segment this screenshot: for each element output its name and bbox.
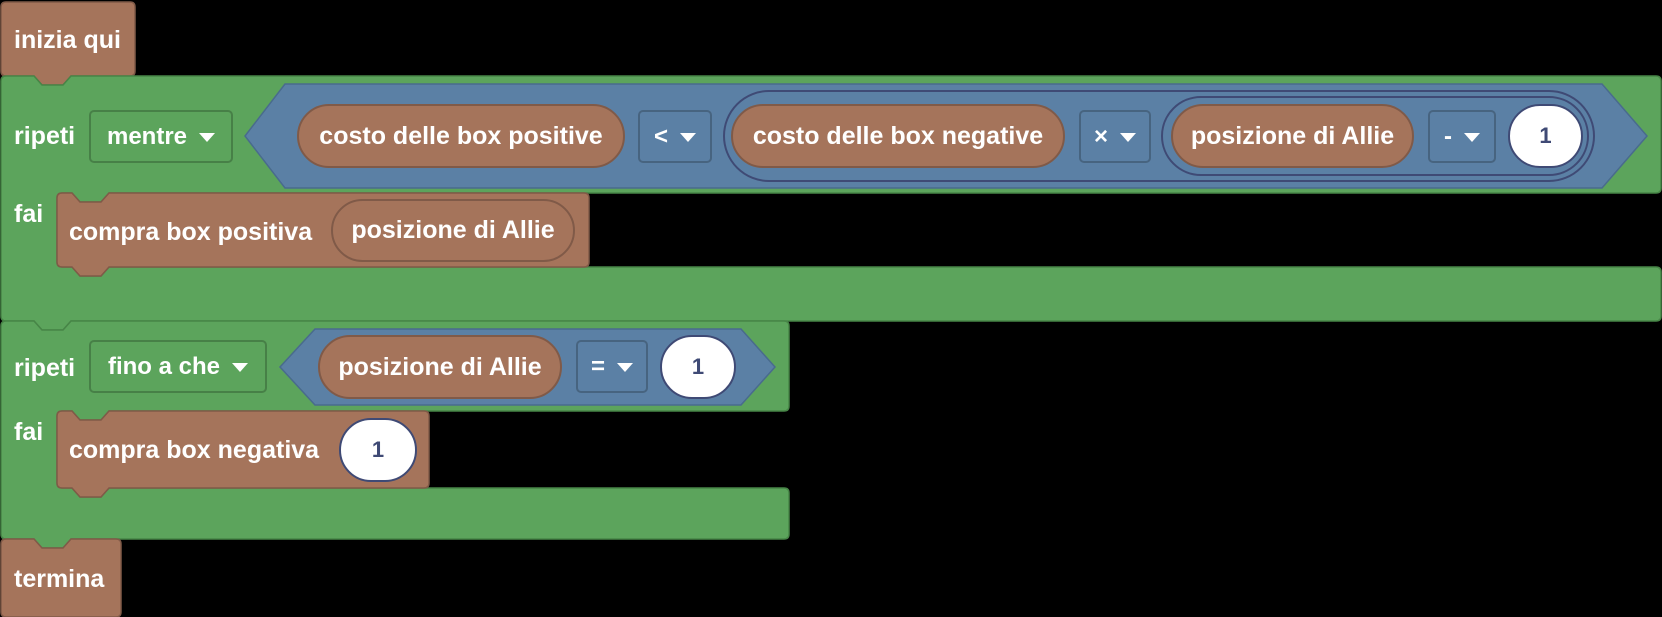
dropdown-arrow-icon bbox=[199, 133, 216, 142]
loop1-keyword: ripeti bbox=[14, 122, 76, 150]
start-block-label: inizia qui bbox=[14, 26, 121, 54]
multiply-operator-value: × bbox=[1093, 122, 1108, 150]
loop2-keyword: ripeti bbox=[14, 354, 76, 382]
loop1-mode-dropdown[interactable]: mentre bbox=[89, 110, 233, 163]
dropdown-arrow-icon bbox=[680, 133, 696, 142]
equals-operator-value: = bbox=[590, 352, 605, 380]
equals-operator-dropdown[interactable]: = bbox=[576, 340, 648, 393]
number-input-3[interactable]: 1 bbox=[339, 418, 417, 482]
buy-positive-label: compra box positiva bbox=[69, 218, 313, 246]
end-block-label: termina bbox=[14, 565, 105, 593]
multiply-operator-dropdown[interactable]: × bbox=[1079, 110, 1151, 163]
cost-negative-variable[interactable]: costo delle box negative bbox=[731, 104, 1065, 168]
loop1-do-label: fai bbox=[14, 200, 44, 228]
compare-operator-dropdown[interactable]: < bbox=[638, 110, 712, 163]
loop1-mode-value: mentre bbox=[106, 122, 188, 150]
buy-negative-label: compra box negativa bbox=[69, 436, 320, 464]
dropdown-arrow-icon bbox=[1120, 133, 1136, 142]
loop2-mode-dropdown[interactable]: fino a che bbox=[89, 340, 267, 393]
dropdown-arrow-icon bbox=[232, 363, 249, 372]
number-input-2[interactable]: 1 bbox=[660, 335, 736, 399]
allie-position-variable-2[interactable]: posizione di Allie bbox=[318, 335, 562, 399]
allie-position-variable[interactable]: posizione di Allie bbox=[1171, 104, 1414, 168]
minus-operator-dropdown[interactable]: - bbox=[1428, 110, 1496, 163]
dropdown-arrow-icon bbox=[617, 363, 633, 372]
loop2-do-label: fai bbox=[14, 418, 44, 446]
dropdown-arrow-icon bbox=[1464, 133, 1480, 142]
loop2-mode-value: fino a che bbox=[107, 352, 221, 380]
cost-positive-variable[interactable]: costo delle box positive bbox=[297, 104, 625, 168]
compare-operator-value: < bbox=[653, 122, 668, 150]
minus-operator-value: - bbox=[1444, 122, 1452, 150]
number-input-1[interactable]: 1 bbox=[1508, 104, 1583, 168]
buy-positive-argument[interactable]: posizione di Allie bbox=[331, 199, 575, 262]
buy-negative-block[interactable] bbox=[56, 410, 430, 498]
